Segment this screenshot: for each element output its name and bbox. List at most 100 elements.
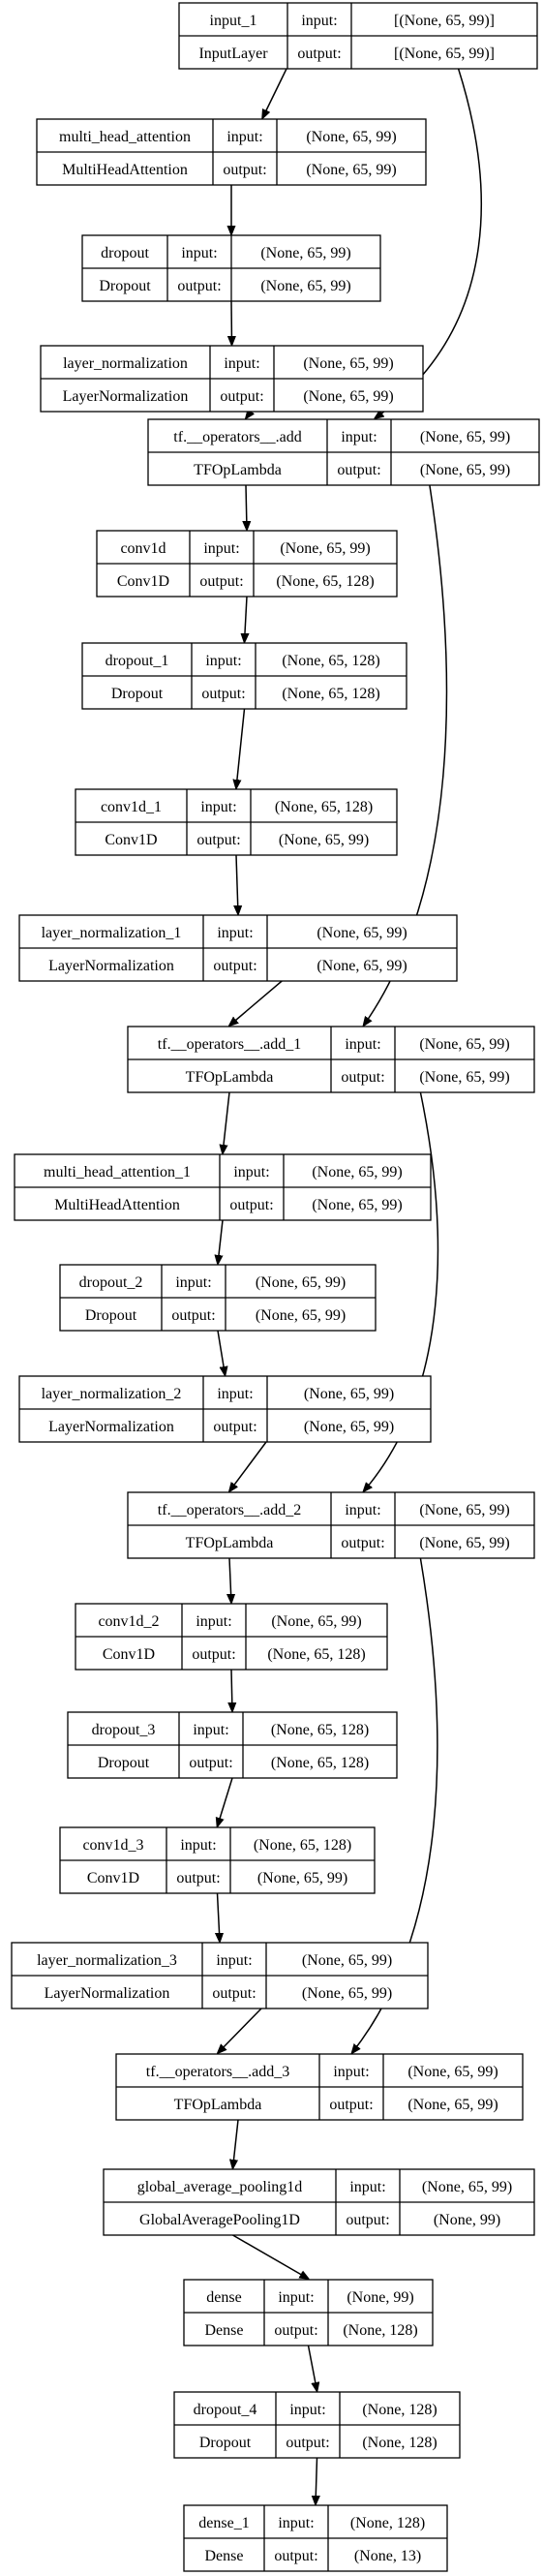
layer-node-ln-1: layer_normalization_1LayerNormalizationi… (18, 914, 458, 982)
input-header: input: (175, 1274, 211, 1291)
output-shape: (None, 65, 128) (276, 573, 374, 590)
layer-name: layer_normalization_2 (42, 1386, 182, 1402)
output-shape: (None, 65, 99) (419, 1535, 509, 1551)
edge-add-to-conv1d (246, 484, 247, 530)
output-header: output: (341, 1535, 384, 1551)
edge-mha-1-to-dropout-2 (218, 1219, 223, 1264)
layer-type: Conv1D (103, 1646, 155, 1663)
edge-dropout-1-to-conv1d-1 (236, 708, 246, 788)
input-shape: (None, 65, 128) (275, 799, 373, 815)
layer-type: MultiHeadAttention (62, 162, 188, 178)
input-shape: (None, 65, 128) (282, 653, 379, 669)
input-header: input: (278, 2289, 314, 2306)
layer-name: tf.__operators__.add (173, 429, 301, 445)
layer-name: dropout_1 (106, 653, 169, 669)
output-shape: (None, 65, 99) (303, 388, 393, 405)
layer-type: LayerNormalization (48, 1419, 174, 1435)
output-header: output: (341, 1069, 384, 1086)
output-header: output: (199, 573, 243, 590)
layer-type: GlobalAveragePooling1D (139, 2212, 300, 2228)
input-header: input: (196, 1613, 231, 1630)
output-shape: (None, 65, 128) (282, 686, 379, 702)
input-shape: (None, 65, 99) (306, 129, 396, 145)
input-shape: (None, 65, 99) (303, 355, 393, 372)
output-shape: (None, 65, 99) (419, 1069, 509, 1086)
output-header: output: (201, 686, 245, 702)
input-header: input: (301, 13, 337, 29)
output-header: output: (297, 46, 341, 62)
output-shape: (None, 65, 128) (271, 1755, 369, 1771)
input-shape: (None, 65, 99) (317, 925, 407, 941)
layer-node-ln: layer_normalizationLayerNormalizationinp… (40, 345, 424, 413)
output-shape: (None, 65, 99) (312, 1197, 402, 1213)
output-header: output: (196, 832, 240, 848)
layer-type: TFOpLambda (186, 1069, 274, 1086)
edge-add-3-to-gap (233, 2119, 239, 2168)
input-header: input: (181, 245, 217, 261)
layer-name: global_average_pooling1d (137, 2179, 303, 2195)
input-header: input: (341, 429, 377, 445)
layer-name: conv1d_2 (98, 1613, 159, 1630)
input-shape: (None, 65, 128) (254, 1837, 351, 1854)
layer-type: Dropout (199, 2435, 252, 2451)
edge-dropout-3-to-conv1d-3 (218, 1777, 233, 1826)
input-shape: (None, 128) (362, 2402, 437, 2418)
layer-node-add-1: tf.__operators__.add_1TFOpLambdainput:ou… (127, 1026, 535, 1093)
edge-add-1-to-add-2 (364, 1091, 439, 1491)
output-header: output: (213, 958, 256, 974)
edge-add-2-to-conv1d-2 (229, 1557, 231, 1603)
output-shape: (None, 65, 99) (304, 1419, 394, 1435)
edge-ln-1-to-add-1 (229, 980, 283, 1026)
layer-type: Conv1D (117, 573, 169, 590)
output-header: output: (274, 2548, 317, 2564)
layer-node-add-2: tf.__operators__.add_2TFOpLambdainput:ou… (127, 1491, 535, 1559)
edge-conv1d-3-to-ln-3 (218, 1892, 221, 1942)
layer-type: Dense (205, 2322, 244, 2339)
output-header: output: (286, 2435, 329, 2451)
layer-type: LayerNormalization (63, 388, 189, 405)
edge-add-1-to-mha-1 (223, 1091, 230, 1153)
edge-ln-to-add (246, 412, 251, 418)
layer-type: LayerNormalization (48, 958, 174, 974)
layer-name: layer_normalization_3 (37, 1952, 177, 1969)
output-shape: (None, 65, 99) (257, 1870, 347, 1886)
input-shape: (None, 65, 99) (420, 429, 510, 445)
output-shape: (None, 128) (343, 2322, 417, 2339)
input-shape: (None, 65, 99) (280, 540, 370, 557)
layer-name: conv1d_1 (101, 799, 162, 815)
layer-name: conv1d_3 (82, 1837, 143, 1854)
layer-name: tf.__operators__.add_2 (158, 1502, 301, 1518)
input-shape: (None, 65, 99) (302, 1952, 392, 1969)
layer-name: dropout (101, 245, 149, 261)
input-shape: (None, 65, 99) (256, 1274, 346, 1291)
output-shape: (None, 65, 99) (256, 1307, 346, 1324)
layer-type: Dense (205, 2548, 244, 2564)
input-shape: (None, 65, 99) (304, 1386, 394, 1402)
output-header: output: (223, 162, 266, 178)
output-header: output: (346, 2212, 389, 2228)
layer-node-mha: multi_head_attentionMultiHeadAttentionin… (36, 118, 427, 186)
layer-type: Dropout (111, 686, 164, 702)
layer-node-mha-1: multi_head_attention_1MultiHeadAttention… (14, 1153, 432, 1221)
layer-type: TFOpLambda (186, 1535, 274, 1551)
output-shape: (None, 65, 99) (420, 462, 510, 478)
output-shape: (None, 65, 99) (306, 162, 396, 178)
output-shape: (None, 128) (362, 2435, 437, 2451)
input-header: input: (345, 1036, 380, 1053)
edge-ln-3-to-add-3 (218, 2008, 262, 2053)
input-shape: (None, 128) (350, 2515, 425, 2531)
layer-name: layer_normalization (63, 355, 188, 372)
input-header: input: (203, 540, 239, 557)
layer-name: layer_normalization_1 (42, 925, 182, 941)
layer-type: LayerNormalization (45, 1985, 170, 2002)
